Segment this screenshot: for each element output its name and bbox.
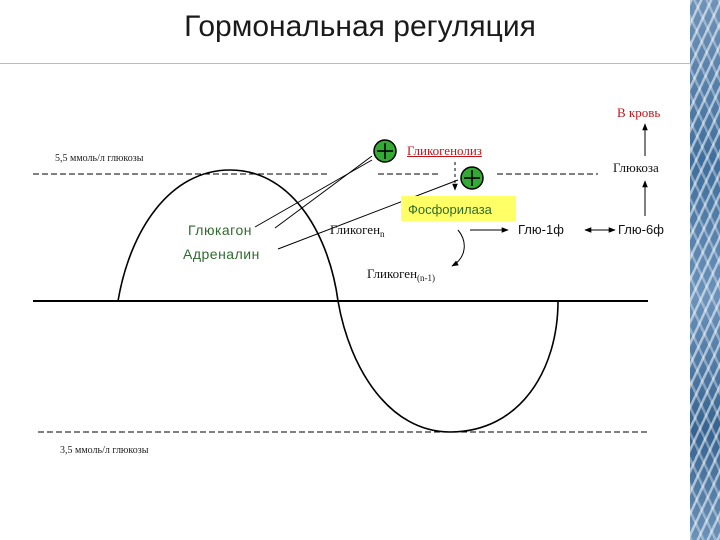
arrow-icon <box>451 229 465 267</box>
hormone-link-line <box>277 179 459 250</box>
plus-circle-icon <box>460 166 484 190</box>
plus-circle-icon <box>373 139 397 163</box>
frost-side-pattern <box>690 0 720 540</box>
glycogen-n1-label: Гликоген(n-1) <box>367 266 436 283</box>
glycogen-n-label: Гликогенn <box>330 222 385 239</box>
glucose-label: Глюкоза <box>613 160 659 175</box>
process-glycogenolysis: Гликогенолиз <box>407 143 482 158</box>
enzyme-label: Фосфорилаза <box>408 202 492 217</box>
hormone-adrenaline: Адреналин <box>183 246 260 262</box>
hormone-glucagon: Глюкагон <box>188 222 252 238</box>
diagram-canvas <box>33 123 650 433</box>
enzyme-highlight <box>401 196 516 221</box>
title-divider <box>0 63 690 64</box>
hormone-link-line <box>254 159 373 228</box>
glucose-6-phosphate: Глю-6ф <box>618 222 664 237</box>
glucose-curve <box>117 169 559 433</box>
glucose-1-phosphate: Глю-1ф <box>518 222 564 237</box>
slide-title: Гормональная регуляция <box>184 10 536 43</box>
hormone-link-line <box>274 155 373 229</box>
upper-level-label: 5,5 ммоль/л глюкозы <box>55 153 144 164</box>
lower-level-label: 3,5 ммоль/л глюкозы <box>60 445 149 456</box>
to-blood-label: В кровь <box>617 105 661 120</box>
